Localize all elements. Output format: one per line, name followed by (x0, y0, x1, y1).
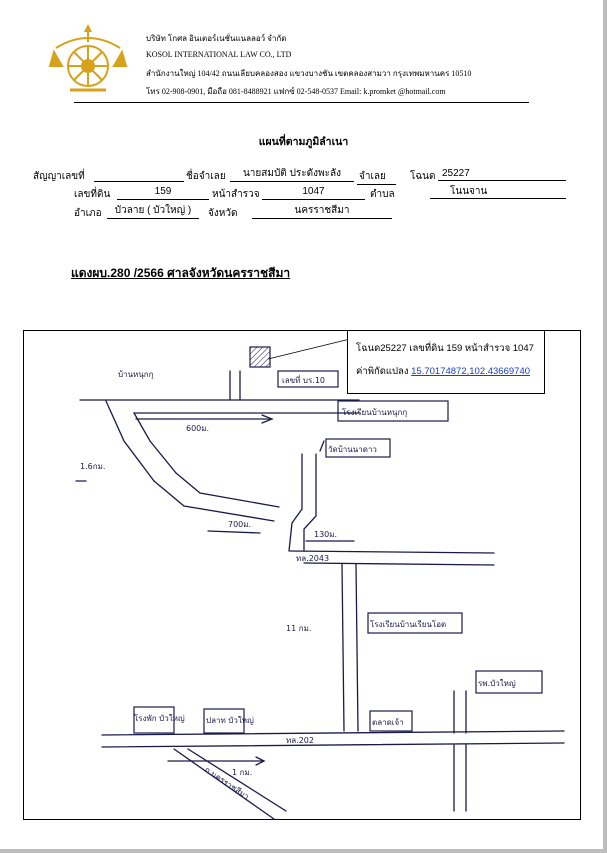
label-survey-page: หน้าสำรวจ (212, 189, 260, 200)
label-contract-no: สัญญาเลขที่ (33, 171, 85, 182)
map-label-sign: เลขที่ บร.10 (282, 374, 325, 385)
value-district: บัวลาย ( บัวใหญ่ ) (107, 205, 199, 219)
value-survey-page: 1047 (262, 186, 365, 200)
label-debtor-role: จำเลย (357, 169, 396, 185)
page-title: แผนที่ตามภูมิลำเนา (258, 136, 349, 148)
map-label-hospital: รพ.บัวใหญ่ (478, 679, 516, 688)
map-label-school2: โรงเรียนบ้านเรียนโอด (370, 619, 446, 629)
label-province: จังหวัด (208, 208, 238, 219)
company-name-th: บริษัท โกศล อินเตอร์เนชั่นแนลลอว์ จำกัด (146, 34, 287, 43)
map-label-market: ปลาท บัวใหญ่ (206, 716, 254, 725)
label-subdistrict: ตำบล (370, 189, 395, 200)
map-label-road-2043: ทล.2043 (296, 554, 329, 563)
map-label-temple: วัดบ้านนาดาว (328, 445, 377, 454)
company-name-en: KOSOL INTERNATIONAL LAW CO., LTD (146, 50, 292, 59)
map-label-school: โรงเรียนบ้านหนุกกุ (342, 407, 407, 417)
value-contract-no (94, 168, 184, 182)
map-label-village: บ้านหนุกกุ (118, 370, 154, 379)
value-debtor-name: นายสมบัติ ประดังพะลัง (230, 168, 354, 182)
label-deed: โฉนด (410, 171, 436, 182)
label-district: อำเภอ (74, 208, 102, 219)
map-label-road-202: ทล.202 (286, 736, 314, 745)
case-number: แดงผบ.280 /2566 ศาลจังหวัดนครราชสีมา (71, 266, 291, 280)
value-subdistrict: โนนจาน (430, 186, 566, 199)
map-label-dist-1: 1 กม. (232, 768, 252, 777)
value-land-no: 159 (117, 186, 209, 200)
callout-coord-link[interactable]: 15.70174872,102.43669740 (411, 366, 531, 377)
header-divider (74, 102, 529, 103)
map-label-dist-600: 600ม. (186, 424, 209, 433)
map-label-dist-700: 700ม. (228, 520, 251, 529)
callout-coordinates: ค่าพิกัดแปลง 15.70174872,102.43669740 (356, 364, 530, 379)
label-land-no: เลขที่ดิน (74, 189, 111, 200)
map-label-dist-130: 130ม. (314, 530, 337, 539)
company-contact: โทร 02-908-0901, มือถือ 081-8488921 แฟกซ… (146, 87, 446, 96)
callout-deed-line: โฉนด25227 เลขที่ดิน 159 หน้าสำรวจ 1047 (356, 343, 534, 354)
map-label-dist-11: 11 กม. (286, 624, 311, 633)
map-callout: โฉนด25227 เลขที่ดิน 159 หน้าสำรวจ 1047 ค… (347, 330, 545, 394)
company-address: สำนักงานใหญ่ 104/42 ถนนเลียบคลองสอง แขวง… (146, 69, 472, 78)
value-deed: 25227 (438, 168, 566, 181)
value-province: นครราชสีมา (252, 205, 392, 219)
company-logo (48, 24, 128, 92)
map-frame: บ้านหนุกกุ เลขที่ บร.10 600ม. โรงเรียนบ้… (23, 330, 581, 820)
map-label-dist-1-6: 1.6กม. (80, 462, 105, 471)
callout-coord-label: ค่าพิกัดแปลง (356, 366, 409, 377)
map-label-police-station: โรงพัก บัวใหญ่ (134, 713, 185, 723)
label-debtor-name: ชื่อจำเลย (186, 171, 226, 182)
map-label-shop: ตลาดเจ้า (372, 718, 404, 727)
hand-drawn-map: บ้านหนุกกุ เลขที่ บร.10 600ม. โรงเรียนบ้… (75, 338, 565, 820)
